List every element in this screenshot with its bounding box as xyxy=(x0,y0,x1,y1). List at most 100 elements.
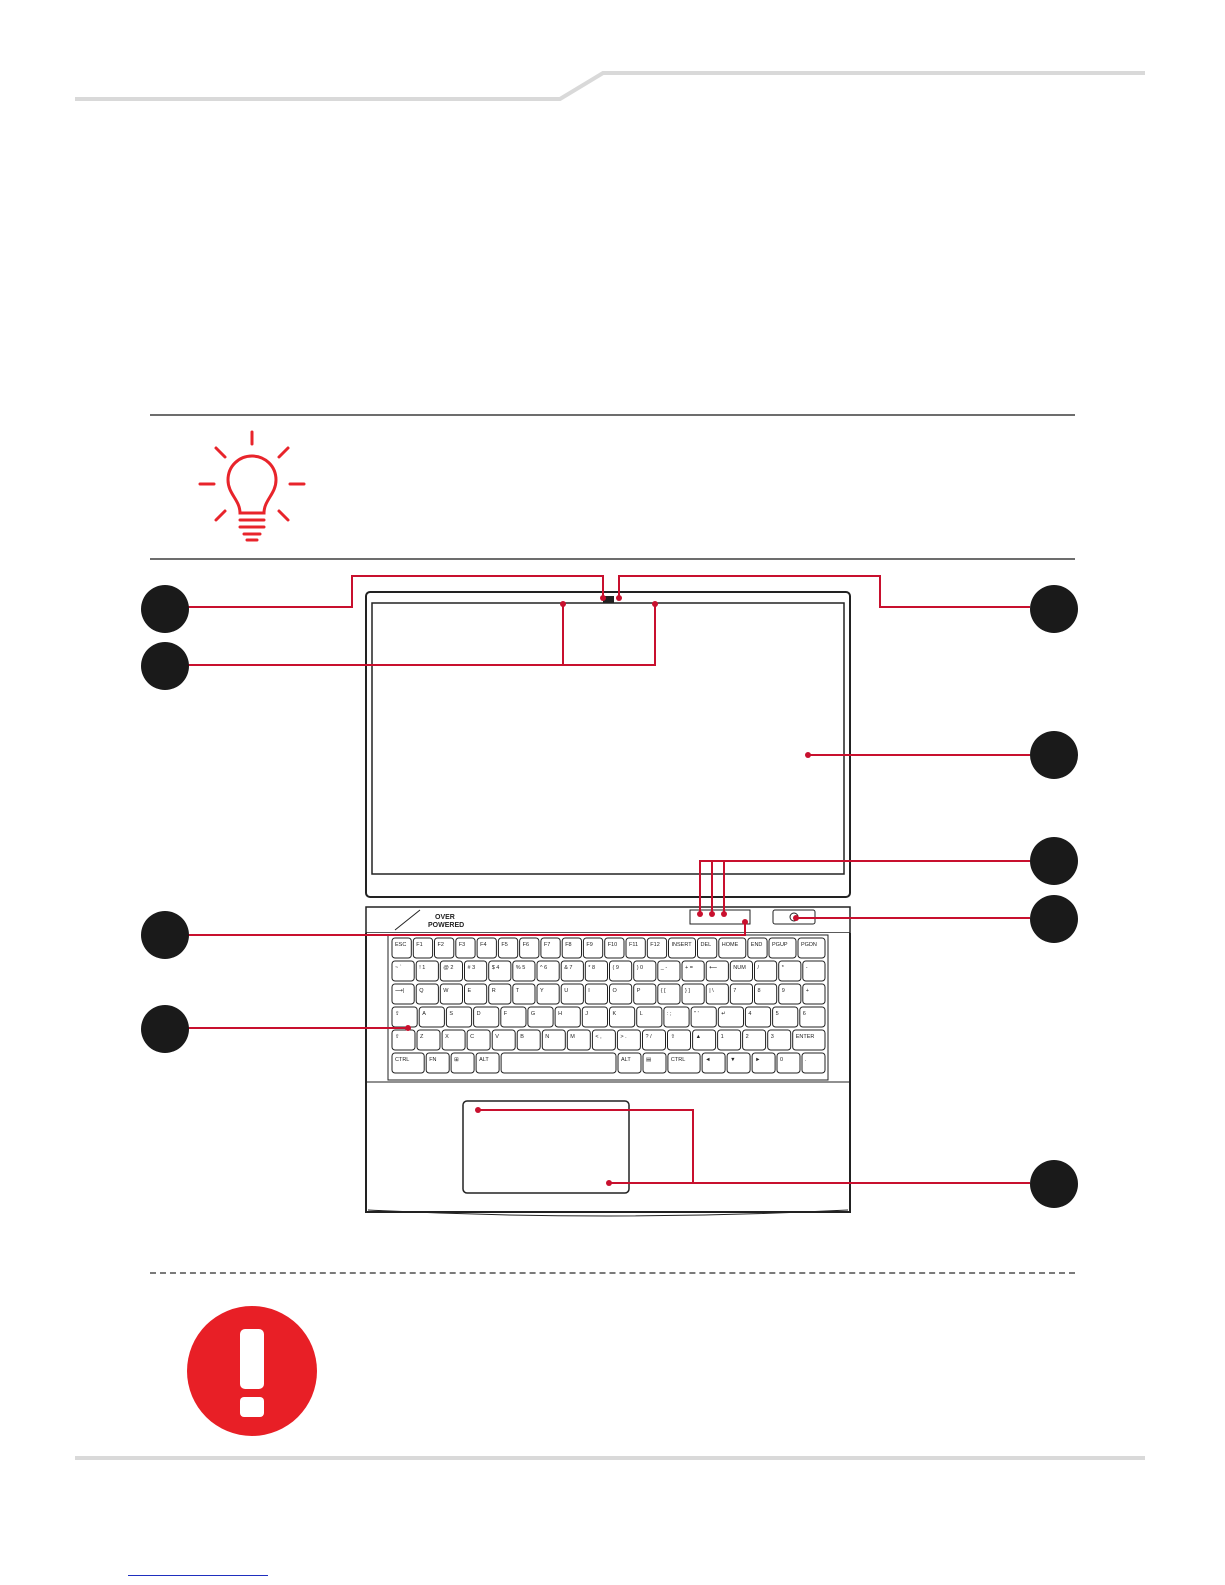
keyboard-key-label: X xyxy=(445,1034,449,1040)
keyboard-key xyxy=(609,1006,636,1028)
keyboard-key-label: @ 2 xyxy=(443,965,453,971)
keyboard-key-label: F9 xyxy=(586,942,592,948)
keyboard-key xyxy=(801,1052,826,1074)
keyboard-key-label: E xyxy=(468,988,472,994)
keyboard-key-label: CTRL xyxy=(671,1057,685,1063)
keyboard-key xyxy=(391,960,415,982)
keyboard-key xyxy=(391,1006,418,1028)
keyboard-key xyxy=(554,1006,581,1028)
keyboard-key xyxy=(604,937,625,959)
keyboard-key-label: - xyxy=(806,965,808,971)
keyboard-key xyxy=(561,937,583,959)
keyboard-key xyxy=(657,960,681,982)
keyboard-key xyxy=(705,960,729,982)
keyboard-key xyxy=(692,1029,717,1051)
keyboard-key xyxy=(646,937,668,959)
keyboard-key-label: PGDN xyxy=(801,942,817,948)
keyboard-key-label: INSERT xyxy=(672,942,693,948)
keyboard-key-label: # 3 xyxy=(468,965,476,971)
header-rule xyxy=(75,71,1145,101)
keyboard-key xyxy=(445,1006,473,1028)
keyboard-key-label: > . xyxy=(620,1034,627,1040)
keyboard-key-label: & 7 xyxy=(564,965,572,971)
callout-badge-4 xyxy=(141,1005,189,1053)
callout-badge-1 xyxy=(141,585,189,633)
keyboard-key xyxy=(416,1029,441,1051)
keyboard-key-label: L xyxy=(640,1011,643,1017)
keyboard-key xyxy=(418,1006,445,1028)
keyboard-key xyxy=(519,937,540,959)
keyboard-key xyxy=(754,983,778,1005)
keyboard-key xyxy=(744,1006,772,1028)
keyboard-key-label: G xyxy=(531,1011,535,1017)
keyboard-key-label: U xyxy=(564,988,568,994)
keyboard-key-label: ) 0 xyxy=(637,965,643,971)
keyboard-key-label: FN xyxy=(429,1057,436,1063)
keyboard-key-label: 3 xyxy=(771,1034,774,1040)
keyboard-key-label: DEL xyxy=(701,942,712,948)
keyboard-key-label: F7 xyxy=(544,942,550,948)
keyboard-key-label: ⟶| xyxy=(395,988,404,994)
keyboard-key-label: % 5 xyxy=(516,965,525,971)
keyboard-key-label: ▼ xyxy=(730,1057,735,1063)
keyboard-key xyxy=(500,1006,527,1028)
keyboard-key xyxy=(642,1029,666,1051)
keyboard-key-label: I xyxy=(588,988,590,994)
keyboard-key xyxy=(425,1052,450,1074)
keyboard-key xyxy=(536,983,560,1005)
keyboard-key-label: M xyxy=(570,1034,575,1040)
keyboard-key-label: + = xyxy=(685,965,693,971)
keyboard-key xyxy=(464,983,488,1005)
keyboard-key-label: ▤ xyxy=(646,1057,652,1063)
keyboard-key xyxy=(391,1029,416,1051)
keyboard-key xyxy=(636,1006,663,1028)
keyboard-key xyxy=(742,1029,767,1051)
keyboard-key xyxy=(667,1052,701,1074)
keyboard-key-label: A xyxy=(422,1011,426,1017)
keyboard-key xyxy=(476,937,497,959)
keyboard-key-label: 1 xyxy=(721,1034,724,1040)
callout-badge-6 xyxy=(1030,731,1078,779)
keyboard-key xyxy=(516,1029,541,1051)
keyboard-key-label: F2 xyxy=(438,942,444,948)
keyboard-key-label: ( 9 xyxy=(613,965,619,971)
keyboard-key-label: _ - xyxy=(660,965,668,971)
keyboard-key xyxy=(391,1052,425,1074)
keyboard-key-label: 5 xyxy=(776,1011,779,1017)
keyboard-key xyxy=(772,1006,799,1028)
keyboard-key-label: ⊞ xyxy=(454,1057,459,1063)
keyboard-key-label: . xyxy=(805,1057,807,1063)
tip-bottom-rule xyxy=(150,558,1075,560)
keyboard-key-label: NUM xyxy=(733,965,746,971)
keyboard-key-label: 8 xyxy=(758,988,761,994)
keyboard-key-label: ► xyxy=(755,1057,760,1063)
keyboard-key-label: K xyxy=(613,1011,617,1017)
keyboard-key xyxy=(717,1029,742,1051)
keyboard-key-label: 9 xyxy=(782,988,785,994)
keyboard-key-label: | \ xyxy=(709,988,714,994)
keyboard-key-label: ↵ xyxy=(721,1011,726,1017)
keyboard-key xyxy=(439,983,463,1005)
keyboard-key-label: D xyxy=(477,1011,481,1017)
keyboard-key xyxy=(792,1029,826,1051)
keyboard-key xyxy=(751,1052,776,1074)
callout-badge-3 xyxy=(141,911,189,959)
keyboard-key xyxy=(616,1029,641,1051)
keyboard-key xyxy=(455,937,476,959)
keyboard-key-label: F4 xyxy=(480,942,486,948)
keyboard-key xyxy=(663,1006,690,1028)
keyboard-key xyxy=(584,960,608,982)
keyboard-key-label: H xyxy=(558,1011,562,1017)
tip-top-rule xyxy=(150,414,1075,416)
keyboard-key xyxy=(488,960,512,982)
keyboard-key-label: W xyxy=(443,988,449,994)
keyboard-key-label: CTRL xyxy=(395,1057,409,1063)
keyboard-key-label: ⇧ xyxy=(395,1033,400,1040)
keyboard-key xyxy=(412,937,434,959)
keyboard-key xyxy=(633,960,657,982)
keyboard-key-label: $ 4 xyxy=(492,965,500,971)
keyboard-key xyxy=(391,983,415,1005)
keyboard-key-label: HOME xyxy=(722,942,739,948)
keyboard-key xyxy=(497,937,519,959)
